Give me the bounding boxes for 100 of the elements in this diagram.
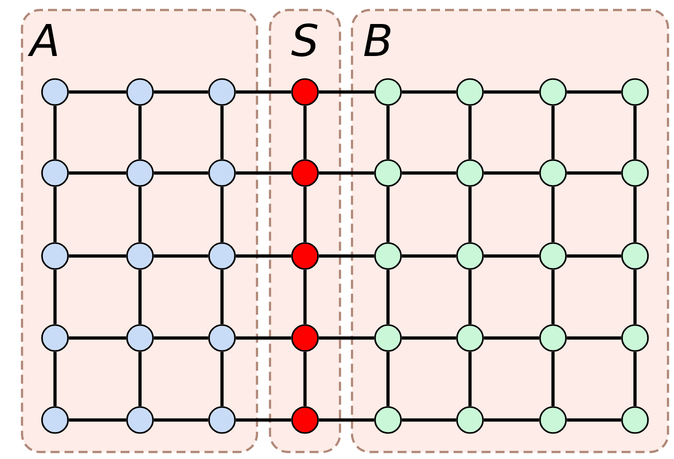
- edge-line: [68, 418, 126, 422]
- edge-line: [402, 171, 456, 175]
- vertex-circle: [41, 159, 69, 187]
- edge-line: [318, 418, 374, 422]
- edge-line: [68, 336, 126, 340]
- vertex-circle: [621, 324, 649, 352]
- vertex-circle: [374, 78, 402, 106]
- edge-line: [484, 171, 540, 175]
- edge-line: [402, 254, 456, 258]
- edge-line: [303, 106, 307, 160]
- edge-line: [303, 186, 307, 242]
- edge-line: [154, 336, 208, 340]
- edge-line: [318, 90, 374, 94]
- edge-line: [633, 352, 637, 406]
- region-label: A: [28, 24, 57, 56]
- edge-line: [138, 352, 142, 406]
- vertex-circle: [41, 242, 69, 270]
- edge-line: [468, 270, 472, 324]
- edge-line: [303, 270, 307, 324]
- edge-line: [138, 186, 142, 242]
- edge-line: [68, 90, 126, 94]
- edge-line: [303, 352, 307, 406]
- edge-line: [402, 90, 456, 94]
- vertex-circle: [41, 78, 69, 106]
- vertex-circle: [41, 406, 69, 434]
- edge-line: [402, 336, 456, 340]
- vertex-circle: [291, 78, 319, 106]
- vertex-circle: [208, 159, 236, 187]
- vertex-circle: [539, 78, 567, 106]
- edge-line: [236, 418, 292, 422]
- edge-line: [236, 336, 292, 340]
- vertex-circle: [126, 324, 154, 352]
- vertex-circle: [291, 242, 319, 270]
- vertex-circle: [539, 159, 567, 187]
- vertex-circle: [374, 406, 402, 434]
- edge-line: [236, 254, 292, 258]
- edge-line: [154, 418, 208, 422]
- vertex-circle: [126, 242, 154, 270]
- edge-line: [551, 106, 555, 160]
- edge-line: [566, 336, 622, 340]
- edge-line: [236, 90, 292, 94]
- vertex-circle: [208, 406, 236, 434]
- edge-line: [236, 171, 292, 175]
- edge-line: [220, 270, 224, 324]
- edge-line: [633, 270, 637, 324]
- vertex-circle: [208, 78, 236, 106]
- vertex-circle: [621, 242, 649, 270]
- vertex-circle: [126, 159, 154, 187]
- vertex-circle: [374, 324, 402, 352]
- vertex-circle: [291, 324, 319, 352]
- edge-line: [484, 254, 540, 258]
- vertex-circle: [41, 324, 69, 352]
- edge-line: [220, 352, 224, 406]
- edge-line: [566, 90, 622, 94]
- edge-line: [566, 254, 622, 258]
- edge-line: [468, 106, 472, 160]
- region-label: S: [291, 23, 318, 57]
- edge-line: [318, 254, 374, 258]
- vertex-circle: [126, 78, 154, 106]
- edge-line: [484, 336, 540, 340]
- vertex-circle: [126, 406, 154, 434]
- edge-line: [154, 90, 208, 94]
- edge-line: [566, 171, 622, 175]
- vertex-circle: [539, 242, 567, 270]
- edge-line: [551, 352, 555, 406]
- edge-line: [566, 418, 622, 422]
- vertex-circle: [621, 406, 649, 434]
- edge-line: [154, 254, 208, 258]
- vertex-circle: [456, 324, 484, 352]
- edge-line: [386, 352, 390, 406]
- edge-line: [484, 418, 540, 422]
- edge-line: [53, 352, 57, 406]
- edge-line: [468, 186, 472, 242]
- vertex-circle: [374, 159, 402, 187]
- vertex-circle: [208, 324, 236, 352]
- edge-line: [468, 352, 472, 406]
- vertex-circle: [208, 242, 236, 270]
- region-label: B: [364, 24, 390, 56]
- edge-line: [138, 270, 142, 324]
- vertex-circle: [539, 406, 567, 434]
- edge-line: [633, 106, 637, 160]
- vertex-circle: [456, 242, 484, 270]
- edge-line: [138, 106, 142, 160]
- edge-line: [53, 106, 57, 160]
- vertex-circle: [456, 406, 484, 434]
- edge-line: [220, 106, 224, 160]
- vertex-circle: [291, 159, 319, 187]
- edge-line: [386, 186, 390, 242]
- vertex-circle: [291, 406, 319, 434]
- edge-line: [154, 171, 208, 175]
- vertex-circle: [374, 242, 402, 270]
- edge-line: [53, 186, 57, 242]
- vertex-circle: [539, 324, 567, 352]
- edge-line: [551, 186, 555, 242]
- edge-line: [484, 90, 540, 94]
- edge-line: [386, 270, 390, 324]
- edge-line: [220, 186, 224, 242]
- edge-line: [318, 336, 374, 340]
- edge-line: [386, 106, 390, 160]
- vertex-circle: [456, 78, 484, 106]
